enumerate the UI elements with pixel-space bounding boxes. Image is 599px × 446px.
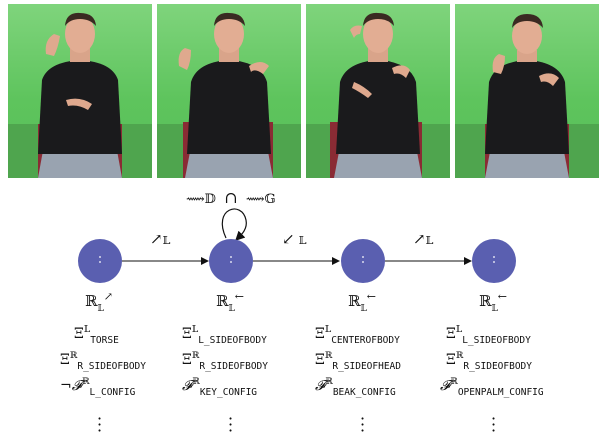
video-frame-2 <box>157 4 301 178</box>
loop-label-cap: ∩ <box>224 188 238 207</box>
transition-label-2: ↙ 𝕃 <box>282 230 307 248</box>
state-label-2: ℝ𝕃← <box>216 290 245 314</box>
ellipsis-state-3: ··· <box>360 409 366 440</box>
predicates-state-1: Ξ𝕃TORSE ΞℝR_SIDEOFBODY ¬𝓕ℝL_CONFIG <box>60 325 146 398</box>
ellipsis-state-2: ··· <box>228 409 234 440</box>
loop-label: ⟿𝔻 ∩ ⟿𝔾 <box>186 188 276 207</box>
predicates-state-4: Ξ𝕃L_SIDEOFBODY ΞℝR_SIDEOFBODY 𝓕ℝOPENPALM… <box>440 325 544 398</box>
predicates-state-2: Ξ𝕃L_SIDEOFBODY ΞℝR_SIDEOFBODY 𝓕ℝKEY_CONF… <box>182 325 268 398</box>
predicates-state-3: Ξ𝕃CENTEROFBODY ΞℝR_SIDEOFHEAD 𝓕ℝBEAK_CON… <box>315 325 401 398</box>
loop-label-left: ⟿𝔻 <box>186 192 216 207</box>
state-diagram: ⟿𝔻 ∩ ⟿𝔾 ↗𝕃 ↙ 𝕃 ↗𝕃 ℝ𝕃↗ ℝ𝕃← ℝ𝕃← ℝ𝕃← Ξ𝕃TORS… <box>0 180 599 446</box>
video-frame-4 <box>455 4 599 178</box>
state-node-2 <box>209 239 253 283</box>
ellipsis-state-1: ··· <box>97 409 103 440</box>
self-loop <box>221 208 247 241</box>
state-label-4: ℝ𝕃← <box>479 290 508 314</box>
transition-label-1: ↗𝕃 <box>150 230 171 248</box>
video-frame-3 <box>306 4 450 178</box>
state-label-1: ℝ𝕃↗ <box>85 290 114 314</box>
state-nodes <box>78 239 516 283</box>
state-node-3 <box>341 239 385 283</box>
video-frame-1 <box>8 4 152 178</box>
loop-label-right: ⟿𝔾 <box>245 192 276 207</box>
state-node-1 <box>78 239 122 283</box>
ellipsis-state-4: ··· <box>491 409 497 440</box>
state-label-3: ℝ𝕃← <box>348 290 377 314</box>
transition-label-3: ↗𝕃 <box>413 230 434 248</box>
video-frames <box>0 0 599 180</box>
state-node-4 <box>472 239 516 283</box>
